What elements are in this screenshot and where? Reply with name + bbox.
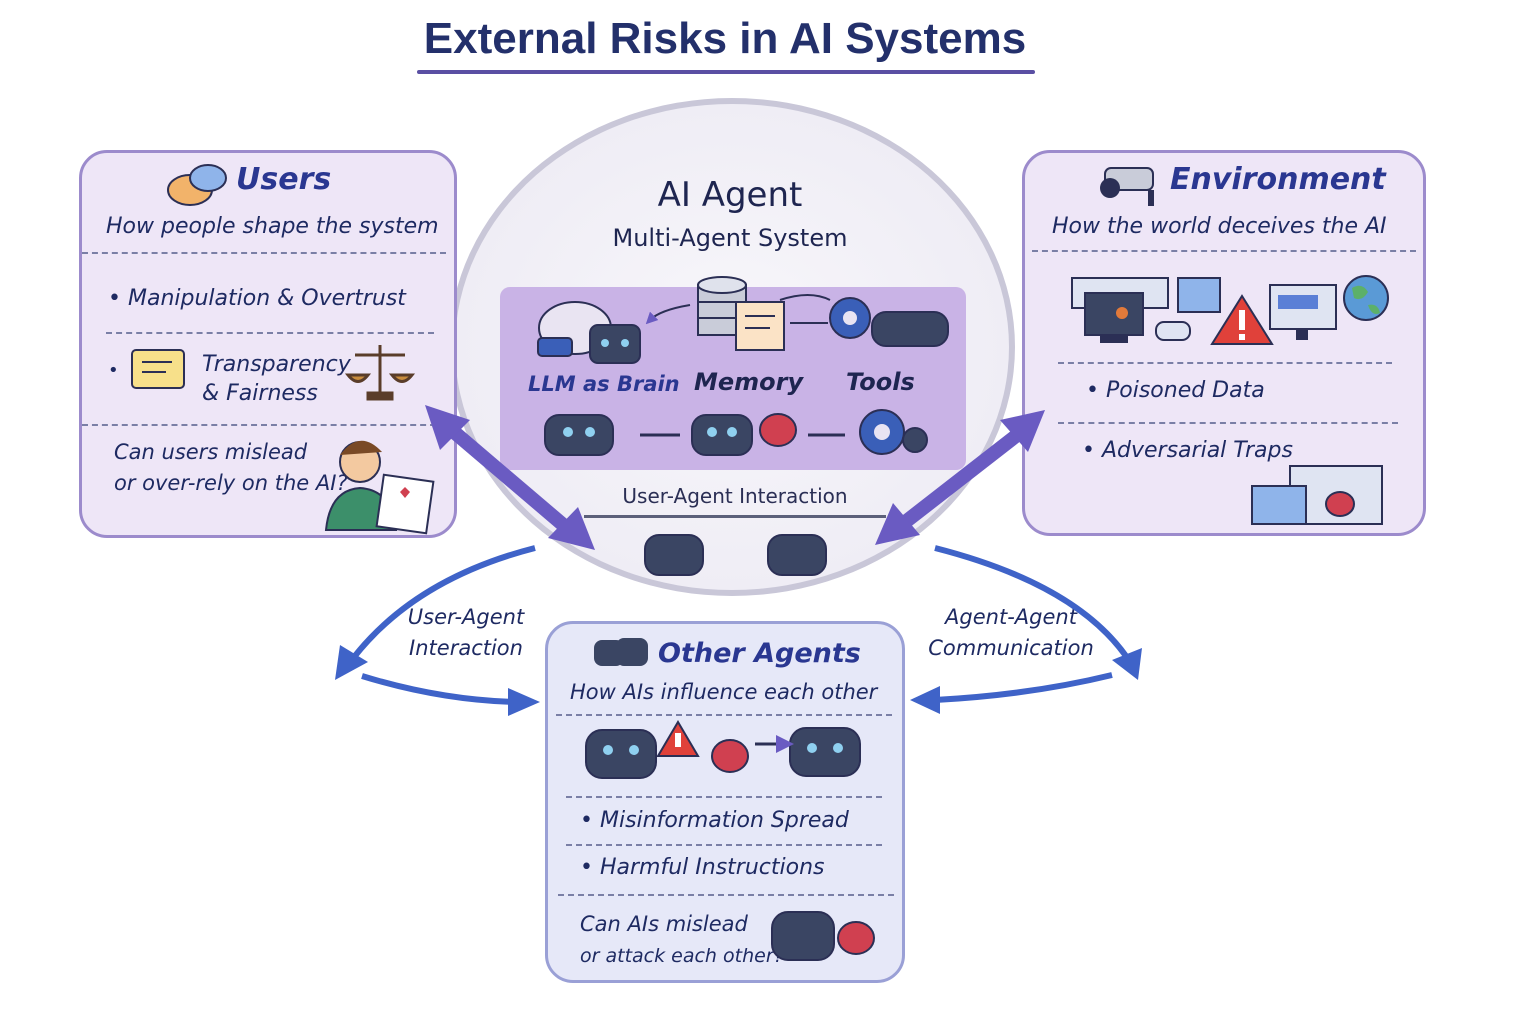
hub-title: AI Agent: [657, 175, 803, 215]
environment-subtitle: How the world deceives the AI: [1052, 214, 1387, 239]
page-title: External Risks in AI Systems: [423, 14, 1027, 63]
security-camera-icon: [1100, 167, 1154, 206]
person-with-document-icon: [324, 440, 435, 535]
other-agents-question-line-1: Can AIs mislead: [580, 912, 748, 936]
divider: [566, 844, 882, 846]
users-title: Users: [236, 162, 332, 197]
hub-interaction-label: User-Agent Interaction: [622, 484, 848, 508]
monitor-icon: [1071, 277, 1221, 343]
warning-icon: [1210, 294, 1274, 345]
other-agents-panel: [545, 621, 905, 983]
divider: [556, 714, 892, 716]
divider: [1058, 362, 1392, 364]
divider: [1032, 250, 1416, 252]
globe-icon: [1343, 275, 1389, 321]
other-agents-question-line-2: or attack each other?: [580, 945, 784, 967]
interacting-robots-icon: [644, 534, 827, 576]
component-llm-label: LLM as Brain: [528, 372, 680, 396]
malware-screen-icon: [1251, 465, 1383, 525]
users-item-2: Transparency: [202, 352, 351, 377]
users-item-1: • Manipulation & Overtrust: [108, 286, 406, 311]
chat-bubbles-icon: [167, 164, 227, 206]
gear-tools-icon: [829, 297, 949, 347]
divider: [558, 894, 894, 896]
left-flow-arrows: [335, 545, 540, 716]
document-icon: [735, 301, 785, 351]
component-tools-label: Tools: [846, 368, 915, 396]
hub-subtitle: Multi-Agent System: [612, 224, 848, 252]
users-question-line-1: Can users mislead: [114, 440, 308, 464]
other-agents-item-1: • Misinformation Spread: [580, 808, 849, 833]
computer-screen-icon: [1269, 284, 1337, 340]
bullet: •: [108, 360, 119, 381]
environment-hub-arrow: [875, 410, 1045, 545]
memory-arrows: [645, 294, 831, 325]
divider: [566, 796, 882, 798]
title-underline: [417, 70, 1035, 74]
users-hub-arrow: [425, 405, 595, 550]
users-subtitle: How people shape the system: [106, 214, 439, 239]
brain-robot-icon: [537, 301, 641, 364]
gear-icon: [859, 409, 928, 455]
bug-icon: [640, 413, 845, 447]
environment-item-2: • Adversarial Traps: [1082, 438, 1293, 463]
robots-icon: [585, 638, 861, 961]
users-item-3: & Fairness: [202, 381, 318, 406]
agents-bug-icon: [711, 735, 875, 955]
robot-icon: [544, 414, 753, 456]
agents-warning-icon: [656, 720, 700, 757]
hub-divider: [584, 515, 886, 518]
divider: [106, 332, 434, 334]
environment-title: Environment: [1170, 162, 1386, 197]
users-question-line-2: or over-rely on the AI?: [114, 471, 348, 495]
note-icon: [131, 349, 185, 389]
users-panel: [79, 150, 457, 538]
divider: [82, 252, 446, 254]
other-agents-item-2: • Harmful Instructions: [580, 855, 825, 880]
environment-item-1: • Poisoned Data: [1086, 378, 1265, 403]
scales-icon: [344, 345, 416, 401]
divider: [82, 424, 446, 426]
right-flow-arrows: [910, 545, 1142, 714]
component-memory-label: Memory: [694, 368, 804, 396]
other-agents-subtitle: How AIs influence each other: [570, 680, 878, 704]
other-agents-title: Other Agents: [658, 638, 861, 669]
divider: [1058, 422, 1398, 424]
